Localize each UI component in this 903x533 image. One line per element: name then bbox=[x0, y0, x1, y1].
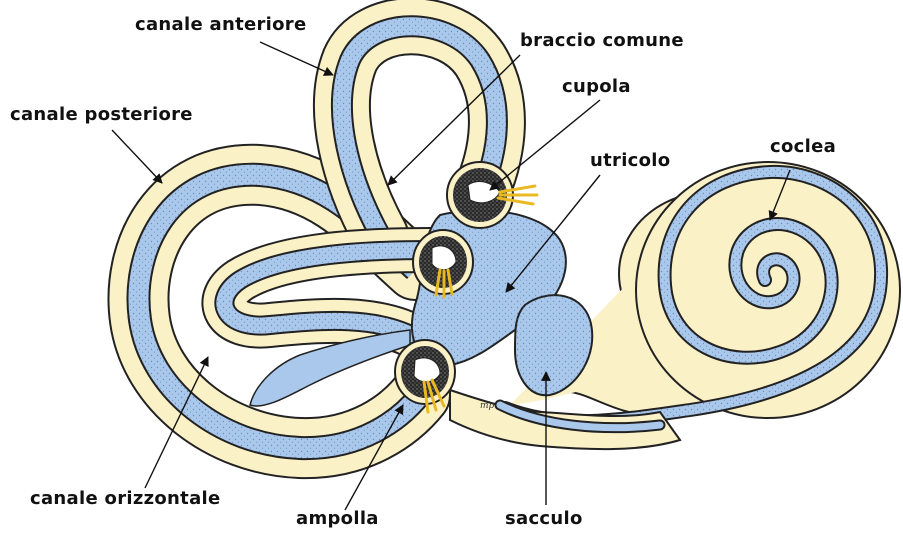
label-ampulla: ampolla bbox=[296, 508, 379, 529]
label-utricle: utricolo bbox=[590, 150, 670, 171]
label-saccule: sacculo bbox=[505, 508, 583, 529]
label-horizontal-canal: canale orizzontale bbox=[30, 488, 221, 509]
leader-posterior-canal bbox=[112, 130, 162, 183]
label-anterior-canal: canale anteriore bbox=[135, 14, 307, 35]
label-posterior-canal: canale posteriore bbox=[10, 104, 193, 125]
artist-signature: mp. bbox=[480, 401, 497, 411]
label-common-crus: braccio comune bbox=[520, 30, 684, 51]
label-cochlea: coclea bbox=[770, 136, 836, 157]
label-cupula: cupola bbox=[562, 76, 631, 97]
